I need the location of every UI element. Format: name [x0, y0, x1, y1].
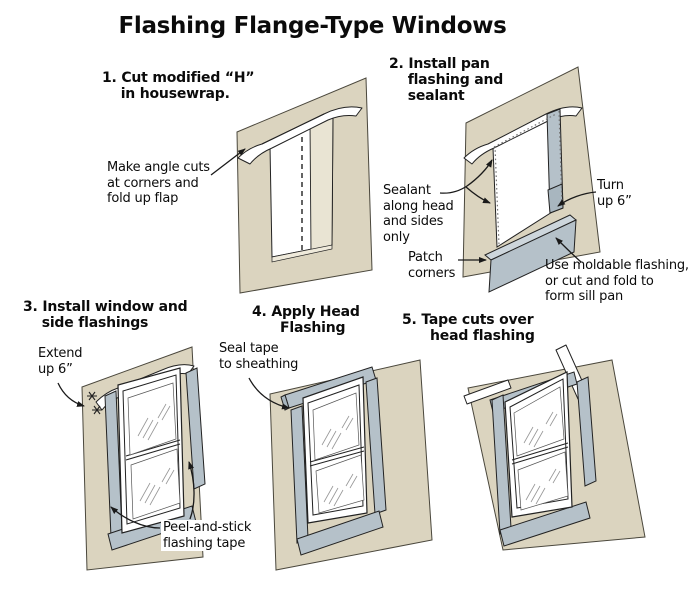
sealant-bead-right: [558, 110, 563, 207]
extension-mark-1: [87, 391, 97, 401]
sill-flashing: [499, 501, 591, 547]
annotation-turn-up: Turn up 6”: [597, 178, 632, 209]
sealant-bead-head: [493, 113, 557, 148]
step-1-heading: 1. Cut modified “H” in housewrap.: [102, 70, 255, 103]
step-2-illustration: [462, 66, 601, 293]
annotation-seal-tape: Seal tape to sheathing: [219, 341, 299, 372]
upper-glass: [312, 392, 360, 461]
diagram-title: Flashing Flange-Type Windows: [118, 13, 507, 39]
step-4-heading: 4. Apply Head Flashing: [252, 304, 360, 337]
tape-left: [463, 379, 512, 405]
lower-glass: [130, 448, 181, 520]
upper-glass: [127, 382, 177, 456]
annotation-sealant: Sealant along head and sides only: [383, 183, 454, 245]
annotation-patch-corners: Patch corners: [408, 250, 456, 281]
side-flashing-right: [576, 376, 597, 487]
folded-head-flap: [237, 106, 363, 165]
annotation-moldable-flashing: Use moldable flashing, or cut and fold t…: [545, 258, 689, 305]
step-5-heading: 5. Tape cuts over head flashing: [402, 312, 535, 345]
step-3-heading: 3. Install window and side flashings: [23, 299, 188, 332]
step-1-illustration: [236, 77, 373, 294]
step-4-illustration: [269, 359, 433, 571]
side-flashing-right: [185, 367, 206, 490]
step-3-illustration: [81, 346, 206, 571]
annotation-peel-stick: Peel-and-stick flashing tape: [161, 520, 254, 552]
sash-divider: [309, 446, 365, 467]
lower-glass: [315, 454, 365, 514]
sill-flashing: [296, 510, 384, 556]
extension-mark-2: [92, 405, 102, 415]
annotation-make-angle-cuts: Make angle cuts at corners and fold up f…: [107, 160, 210, 207]
side-flashing-right: [365, 377, 387, 515]
sash-divider: [511, 442, 569, 465]
step-5-illustration: [463, 344, 646, 551]
folded-head-flap: [463, 106, 583, 165]
lower-glass: [517, 451, 569, 511]
step-2-heading: 2. Install pan flashing and sealant: [389, 56, 504, 105]
folded-side-flap: [309, 111, 334, 253]
annotation-extend-up: Extend up 6”: [38, 346, 83, 377]
